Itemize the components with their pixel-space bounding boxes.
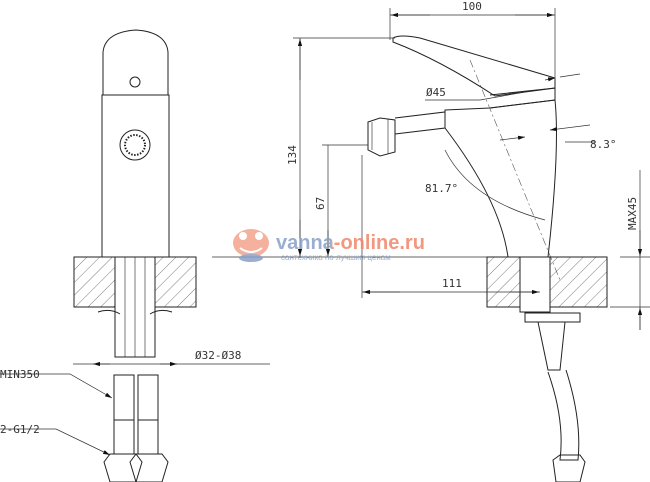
- height-total-label: 134: [286, 145, 299, 165]
- spout-diameter-label: Ø45: [426, 86, 446, 99]
- aerator-outer: [119, 129, 151, 161]
- countertop-left: [73, 256, 116, 308]
- frog-logo: [233, 229, 269, 262]
- aerator-mesh: [124, 134, 146, 156]
- width-top-label: 100: [462, 0, 482, 13]
- hose-ferrule-right: [137, 419, 159, 455]
- nozzle-angle-label: 81.7°: [425, 182, 458, 195]
- side-view: 100 134 67 MAX45 111 Ø45 8.3° 81.7°: [212, 0, 650, 482]
- hose-length-label: MIN350: [0, 368, 40, 381]
- fixing-nut: [97, 309, 173, 315]
- watermark-tagline: сантехника по лучшим ценам: [281, 253, 391, 262]
- watermark: vanna-online.ru сантехника по лучшим цен…: [233, 229, 425, 262]
- connection-label: 2-G1/2: [0, 423, 40, 436]
- nozzle-height-label: 67: [314, 197, 327, 210]
- hose-ferrule-left: [113, 419, 135, 455]
- countertop-right: [154, 256, 197, 308]
- hose-right: [137, 374, 159, 421]
- reach-label: 111: [442, 277, 462, 290]
- side-hose: [547, 369, 580, 461]
- max-thickness-label: MAX45: [626, 197, 639, 230]
- hex-nut-right: [129, 453, 169, 482]
- hose-left: [113, 374, 135, 421]
- side-lever: [392, 35, 556, 97]
- front-body: [101, 94, 170, 258]
- lever-angle-label: 8.3°: [590, 138, 617, 151]
- handle-indicator: [129, 76, 141, 88]
- side-fixing-nut: [524, 312, 581, 323]
- watermark-brand: vanna-online.ru: [276, 232, 425, 254]
- bidet-nozzle: [367, 117, 396, 157]
- front-handle: [102, 29, 169, 96]
- spout-arm: [394, 111, 446, 135]
- front-view: Ø32-Ø38 MIN350 2-G1/2: [0, 29, 270, 482]
- hex-nut-left: [103, 453, 143, 482]
- side-body: [444, 99, 557, 258]
- side-hex-nut: [552, 454, 586, 482]
- hole-diameter-label: Ø32-Ø38: [195, 349, 241, 362]
